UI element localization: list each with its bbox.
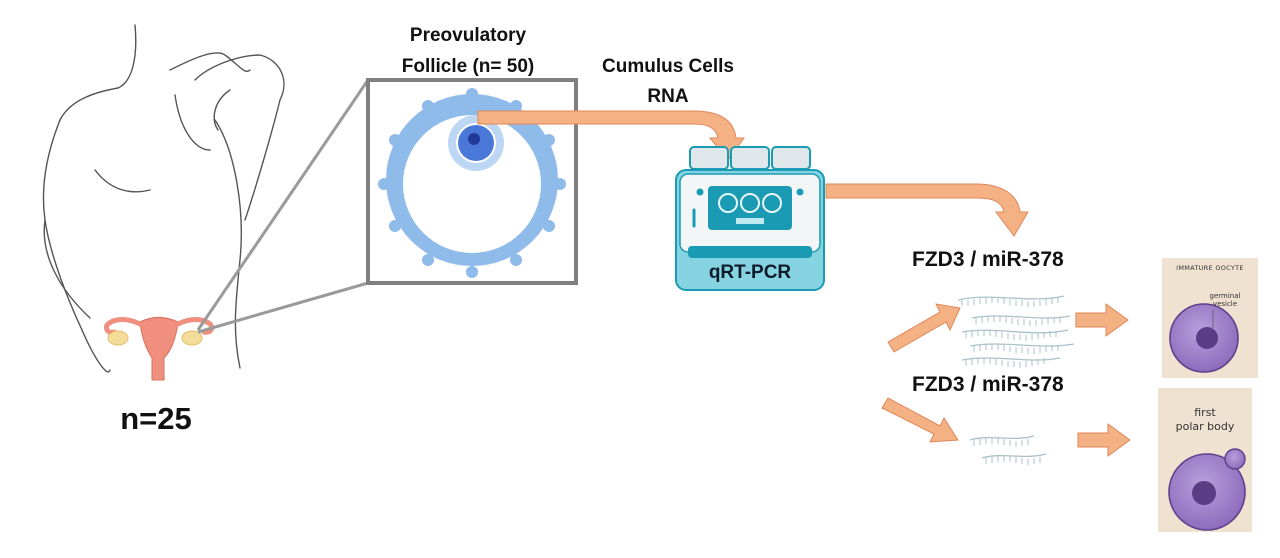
follicle-title-line1: Preovulatory [409, 25, 527, 46]
rna-strands-high [957, 295, 1075, 368]
diagonal-arrows [881, 303, 961, 443]
cumulus-label-line1: Cumulus Cells [602, 56, 734, 77]
zoom-lines [196, 79, 370, 334]
body-silhouette [42, 24, 285, 373]
patients-count-label: n=25 [120, 401, 192, 436]
arrow-to-results [825, 183, 1029, 237]
rna-strands-low [969, 435, 1047, 465]
germinal-vesicle-label-line2: vesicle [1212, 300, 1238, 308]
immature-oocyte-card [1162, 258, 1258, 378]
germinal-vesicle-label-line1: germinal [1209, 292, 1241, 300]
expression-low-label: FZD3 / miR-378 [912, 373, 1064, 396]
expression-high-label: FZD3 / miR-378 [912, 248, 1064, 271]
pcr-label: qRT-PCR [708, 262, 792, 283]
mature-oocyte-card [1158, 388, 1252, 532]
uterus-icon [103, 317, 215, 381]
follicle-panel [366, 78, 578, 285]
cumulus-label-line2: RNA [647, 86, 689, 107]
follicle-title-line2: Follicle (n= 50) [401, 56, 535, 77]
immature-oocyte-title: IMMATURE OOCYTE [1176, 264, 1244, 272]
polar-body-label-line1: first [1194, 406, 1216, 419]
polar-body-label-line2: polar body [1175, 420, 1235, 433]
pcr-machine-icon [675, 146, 825, 291]
arrows-to-oocytes [1075, 303, 1131, 457]
